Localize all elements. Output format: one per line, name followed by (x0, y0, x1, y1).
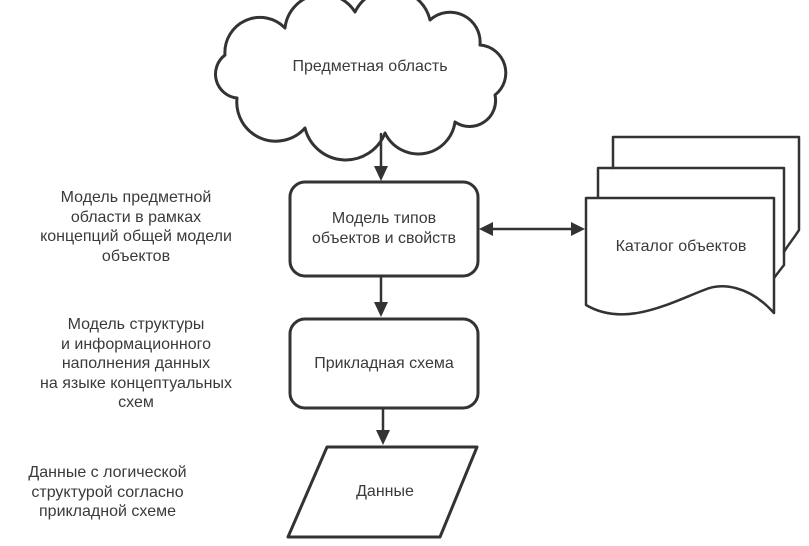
model-types-label-line2: объектов и свойств (312, 230, 456, 247)
side-label-model-domain-line3: концепций общей модели (40, 228, 232, 245)
applied-schema-label-text: Прикладная схема (314, 354, 454, 372)
cloud-shape (214, 0, 508, 162)
arrow-catalog-right-head (571, 222, 585, 236)
catalog-label: Каталог объектов (591, 225, 771, 269)
arrow-catalog-left-head (479, 222, 493, 236)
side-label-model-domain-line2: области в рамках (70, 208, 202, 226)
data-label-text: Данные (356, 483, 414, 500)
side-label-structure-model-line3: наполнения данных (61, 355, 211, 372)
side-label-model-domain-line1: Модель предметной (60, 189, 212, 206)
model-types-label-line1: Модель типов (331, 210, 437, 227)
cloud-label: Предметная область (265, 45, 475, 89)
side-label-logical-data: Данные с логической структурой согласно … (0, 463, 215, 522)
applied-schema-label: Прикладная схема (290, 319, 478, 408)
side-label-model-domain-line4: объектов (101, 247, 171, 265)
catalog-page-middle (596, 166, 786, 280)
catalog-label-text: Каталог объектов (615, 238, 747, 255)
side-label-structure-model-line2: и информационного (61, 335, 211, 353)
arrow-model-types-to-schema-head (374, 302, 388, 317)
arrow-schema-to-data-head (376, 430, 390, 445)
side-label-structure-model-line5: схем (118, 394, 154, 411)
model-types-label: Модель типов объектов и свойств (290, 182, 478, 276)
arrow-cloud-to-model-types-head (374, 166, 388, 181)
model-types-box-shape (288, 180, 480, 278)
data-parallelogram-shape (286, 445, 479, 539)
side-label-logical-data-line2: структурой согласно (31, 483, 184, 501)
side-label-logical-data-line3: прикладной схеме (39, 503, 176, 520)
side-label-structure-model: Модель структуры и информационного напол… (0, 315, 272, 413)
side-label-logical-data-line1: Данные с логической (28, 464, 187, 481)
data-label: Данные (305, 470, 465, 514)
cloud-label-text: Предметная область (292, 58, 448, 75)
catalog-page-front (584, 196, 776, 316)
applied-schema-box-shape (288, 317, 480, 410)
catalog-page-back (611, 135, 801, 254)
side-label-structure-model-line1: Модель структуры (67, 316, 205, 333)
side-label-structure-model-line4: на языке концептуальных (40, 374, 232, 392)
side-label-model-domain: Модель предметной области в рамках конце… (0, 188, 272, 266)
